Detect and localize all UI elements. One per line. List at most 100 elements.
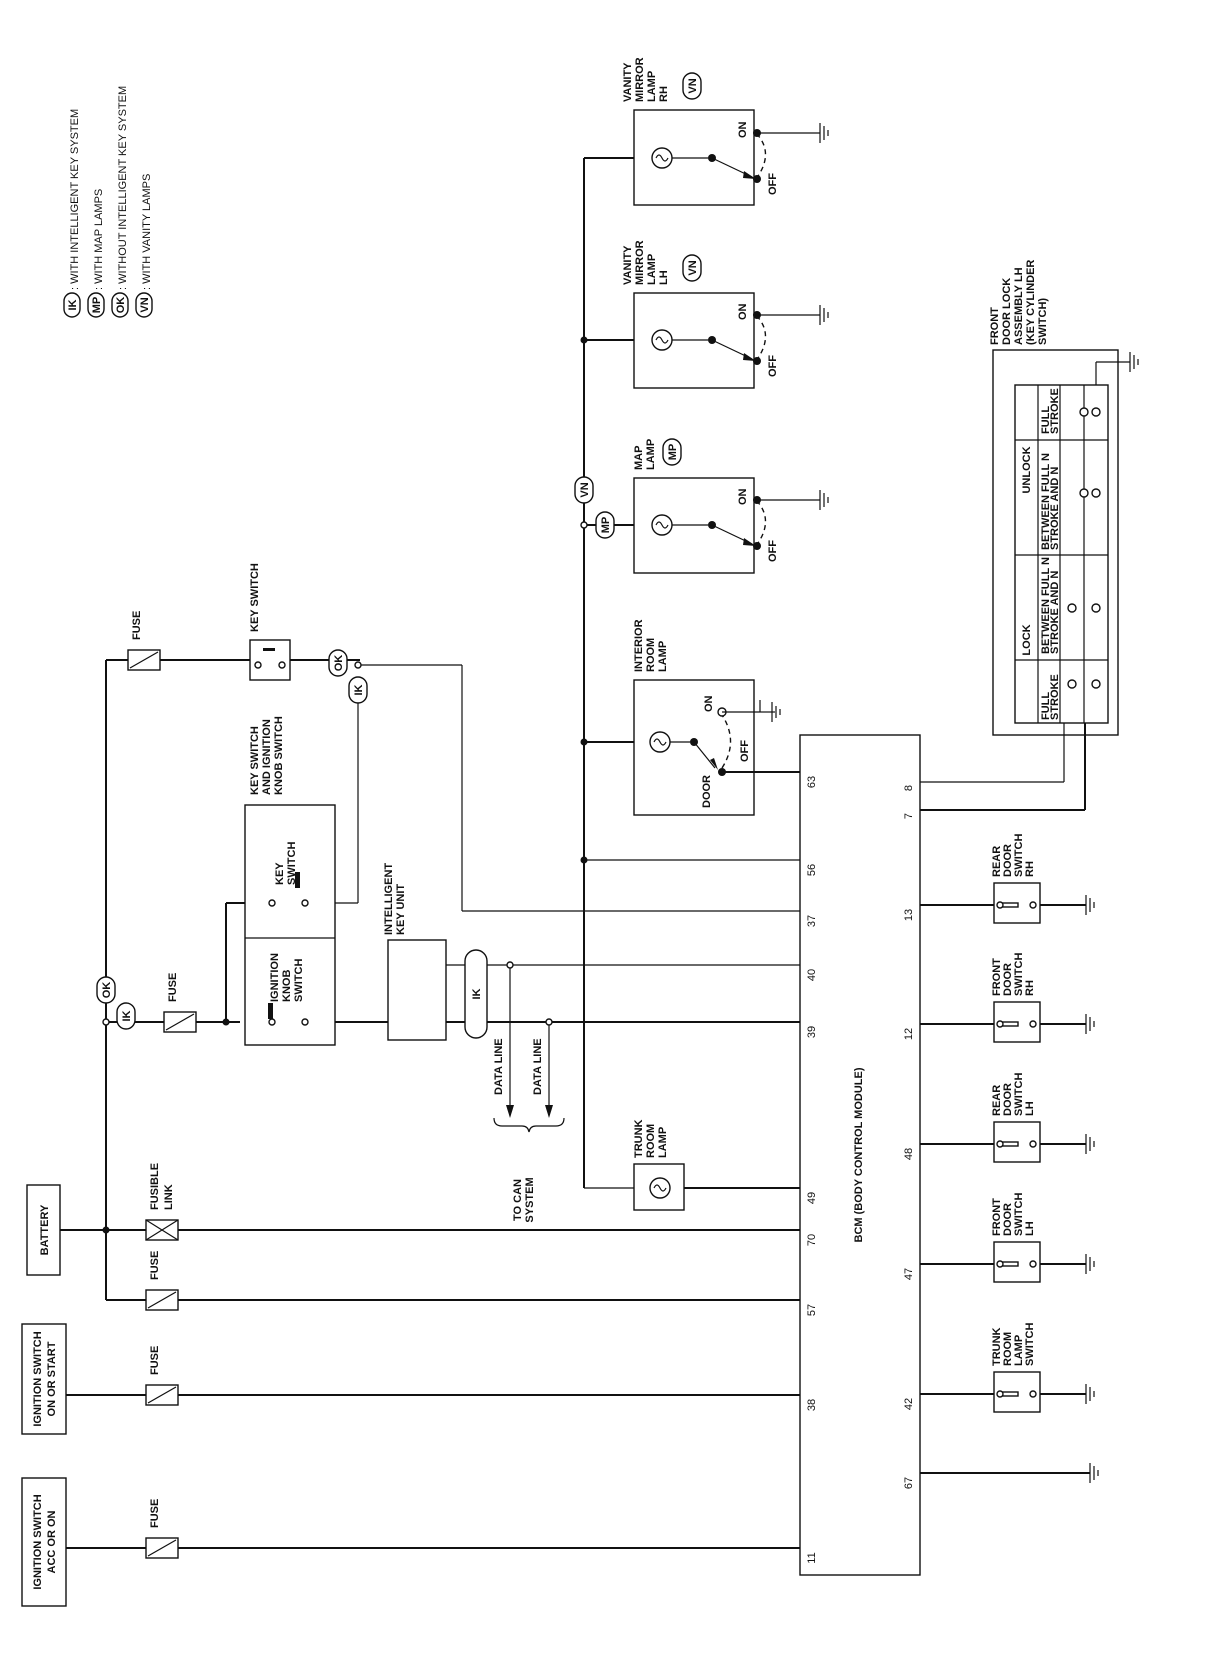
svg-text:MAP: MAP bbox=[633, 446, 645, 470]
svg-text:KEY SWITCH: KEY SWITCH bbox=[249, 726, 261, 795]
legend-ok-text: : WITHOUT INTELLIGENT KEY SYSTEM bbox=[117, 86, 129, 290]
svg-text:IK: IK bbox=[353, 684, 365, 695]
svg-text:IK: IK bbox=[471, 988, 483, 999]
svg-text:(KEY CYLINDER: (KEY CYLINDER bbox=[1025, 260, 1037, 345]
legend: IK : WITH INTELLIGENT KEY SYSTEM MP : WI… bbox=[63, 86, 153, 318]
svg-text:IK: IK bbox=[67, 299, 79, 310]
svg-text:KEY UNIT: KEY UNIT bbox=[395, 884, 407, 935]
svg-text:OK: OK bbox=[333, 655, 345, 672]
svg-text:BATTERY: BATTERY bbox=[39, 1204, 51, 1255]
svg-text:FUSE: FUSE bbox=[167, 973, 179, 1002]
tag-ik-oval bbox=[464, 949, 488, 1039]
svg-text:MIRROR: MIRROR bbox=[634, 57, 646, 102]
tag-ok-2: OK bbox=[328, 649, 348, 677]
svg-text:INTELLIGENT: INTELLIGENT bbox=[383, 863, 395, 935]
svg-text:ROOM: ROOM bbox=[645, 638, 657, 672]
option-tags: OK IK OK IK MP VN IK bbox=[96, 476, 615, 1039]
svg-text:8: 8 bbox=[903, 785, 915, 791]
svg-text:39: 39 bbox=[806, 1026, 818, 1038]
svg-text:ON: ON bbox=[737, 488, 749, 505]
key-switch: KEY SWITCH bbox=[249, 563, 291, 681]
svg-text:70: 70 bbox=[806, 1234, 818, 1246]
svg-text:REAR: REAR bbox=[991, 846, 1003, 877]
svg-text:STROKE: STROKE bbox=[1049, 388, 1061, 434]
legend-vn-text: : WITH VANITY LAMPS bbox=[141, 174, 153, 290]
svg-text:LAMP: LAMP bbox=[645, 439, 657, 470]
battery-box: BATTERY bbox=[26, 1184, 61, 1276]
svg-text:DOOR: DOOR bbox=[1002, 1203, 1014, 1236]
svg-text:TRUNK: TRUNK bbox=[633, 1119, 645, 1158]
svg-text:LAMP: LAMP bbox=[657, 1127, 669, 1158]
svg-text:ON OR START: ON OR START bbox=[46, 1341, 58, 1416]
tag-ik-2: IK bbox=[348, 676, 368, 704]
svg-text:37: 37 bbox=[806, 915, 818, 927]
vanity-mirror-lamp-lh: VANITY MIRROR LAMP LH VN ON OFF bbox=[622, 240, 829, 389]
svg-text:RH: RH bbox=[1024, 980, 1036, 996]
svg-text:LH: LH bbox=[1024, 1101, 1036, 1116]
key-switch-and-ignition-knob-switch: KEY SWITCH AND IGNITION KNOB SWITCH KEY … bbox=[244, 716, 336, 1046]
svg-text:12: 12 bbox=[903, 1028, 915, 1040]
svg-text:OFF: OFF bbox=[767, 355, 779, 377]
svg-text:63: 63 bbox=[806, 776, 818, 788]
svg-text:LH: LH bbox=[658, 270, 670, 285]
svg-text:47: 47 bbox=[903, 1268, 915, 1280]
svg-text:UNLOCK: UNLOCK bbox=[1021, 446, 1033, 493]
svg-text:KEY SWITCH: KEY SWITCH bbox=[249, 563, 261, 632]
svg-text:IGNITION SWITCH: IGNITION SWITCH bbox=[32, 1331, 44, 1426]
svg-text:LOCK: LOCK bbox=[1021, 624, 1033, 655]
svg-text:KNOB: KNOB bbox=[281, 970, 293, 1002]
svg-text:RH: RH bbox=[658, 86, 670, 102]
vanity-mirror-lamp-rh: VANITY MIRROR LAMP RH VN ON OFF bbox=[622, 57, 829, 206]
svg-text:MP: MP bbox=[91, 297, 103, 314]
svg-text:VN: VN bbox=[687, 260, 699, 275]
ignition-on-start-box: IGNITION SWITCH ON OR START bbox=[21, 1323, 67, 1435]
svg-text:DOOR: DOOR bbox=[701, 775, 713, 808]
svg-text:REAR: REAR bbox=[991, 1085, 1003, 1116]
svg-text:AND IGNITION: AND IGNITION bbox=[261, 719, 273, 795]
intelligent-key-unit: INTELLIGENT KEY UNIT bbox=[383, 863, 447, 1041]
svg-text:FRONT: FRONT bbox=[991, 1198, 1003, 1236]
svg-text:ROOM: ROOM bbox=[1002, 1332, 1014, 1366]
svg-text:LAMP: LAMP bbox=[646, 254, 658, 285]
svg-text:IGNITION: IGNITION bbox=[269, 953, 281, 1002]
svg-text:56: 56 bbox=[806, 864, 818, 876]
svg-text:LINK: LINK bbox=[163, 1184, 175, 1210]
svg-text:BETWEEN FULL N: BETWEEN FULL N bbox=[1040, 453, 1052, 550]
svg-text:ON: ON bbox=[737, 303, 749, 320]
svg-text:OK: OK bbox=[115, 297, 127, 314]
svg-text:KNOB SWITCH: KNOB SWITCH bbox=[273, 716, 285, 795]
svg-text:BETWEEN FULL N: BETWEEN FULL N bbox=[1040, 557, 1052, 654]
trunk-room-lamp: TRUNK ROOM LAMP bbox=[633, 1119, 685, 1211]
svg-text:48: 48 bbox=[903, 1148, 915, 1160]
svg-text:MP: MP bbox=[600, 517, 612, 534]
svg-text:IK: IK bbox=[121, 1010, 133, 1021]
svg-text:SWITCH): SWITCH) bbox=[1037, 298, 1049, 345]
interior-room-lamp: INTERIOR ROOM LAMP ON OFF DOOR bbox=[633, 619, 800, 816]
map-lamp: MAP LAMP MP ON OFF bbox=[633, 438, 829, 574]
svg-text:STROKE: STROKE bbox=[1049, 674, 1061, 720]
svg-text:40: 40 bbox=[806, 969, 818, 981]
svg-text:SWITCH: SWITCH bbox=[1013, 1193, 1025, 1236]
svg-text:FULL: FULL bbox=[1040, 692, 1052, 720]
svg-text:LH: LH bbox=[1024, 1221, 1036, 1236]
tag-vn: VN bbox=[574, 476, 594, 504]
fuse-key-switch: FUSE bbox=[127, 611, 161, 671]
fusible-link: FUSIBLE LINK bbox=[145, 1163, 179, 1241]
svg-text:FRONT: FRONT bbox=[991, 958, 1003, 996]
svg-text:FUSIBLE: FUSIBLE bbox=[149, 1163, 161, 1210]
svg-text:57: 57 bbox=[806, 1304, 818, 1316]
svg-text:7: 7 bbox=[903, 813, 915, 819]
legend-mp-text: : WITH MAP LAMPS bbox=[93, 189, 105, 290]
svg-text:OK: OK bbox=[101, 982, 113, 999]
svg-text:ACC OR ON: ACC OR ON bbox=[46, 1510, 58, 1573]
svg-text:MP: MP bbox=[667, 444, 679, 461]
fuse-bcm-57: FUSE bbox=[145, 1251, 179, 1311]
data-lines: DATA LINE DATA LINE TO CAN SYSTEM bbox=[493, 1038, 565, 1223]
svg-text:FRONT: FRONT bbox=[989, 307, 1001, 345]
svg-text:VN: VN bbox=[139, 297, 151, 312]
